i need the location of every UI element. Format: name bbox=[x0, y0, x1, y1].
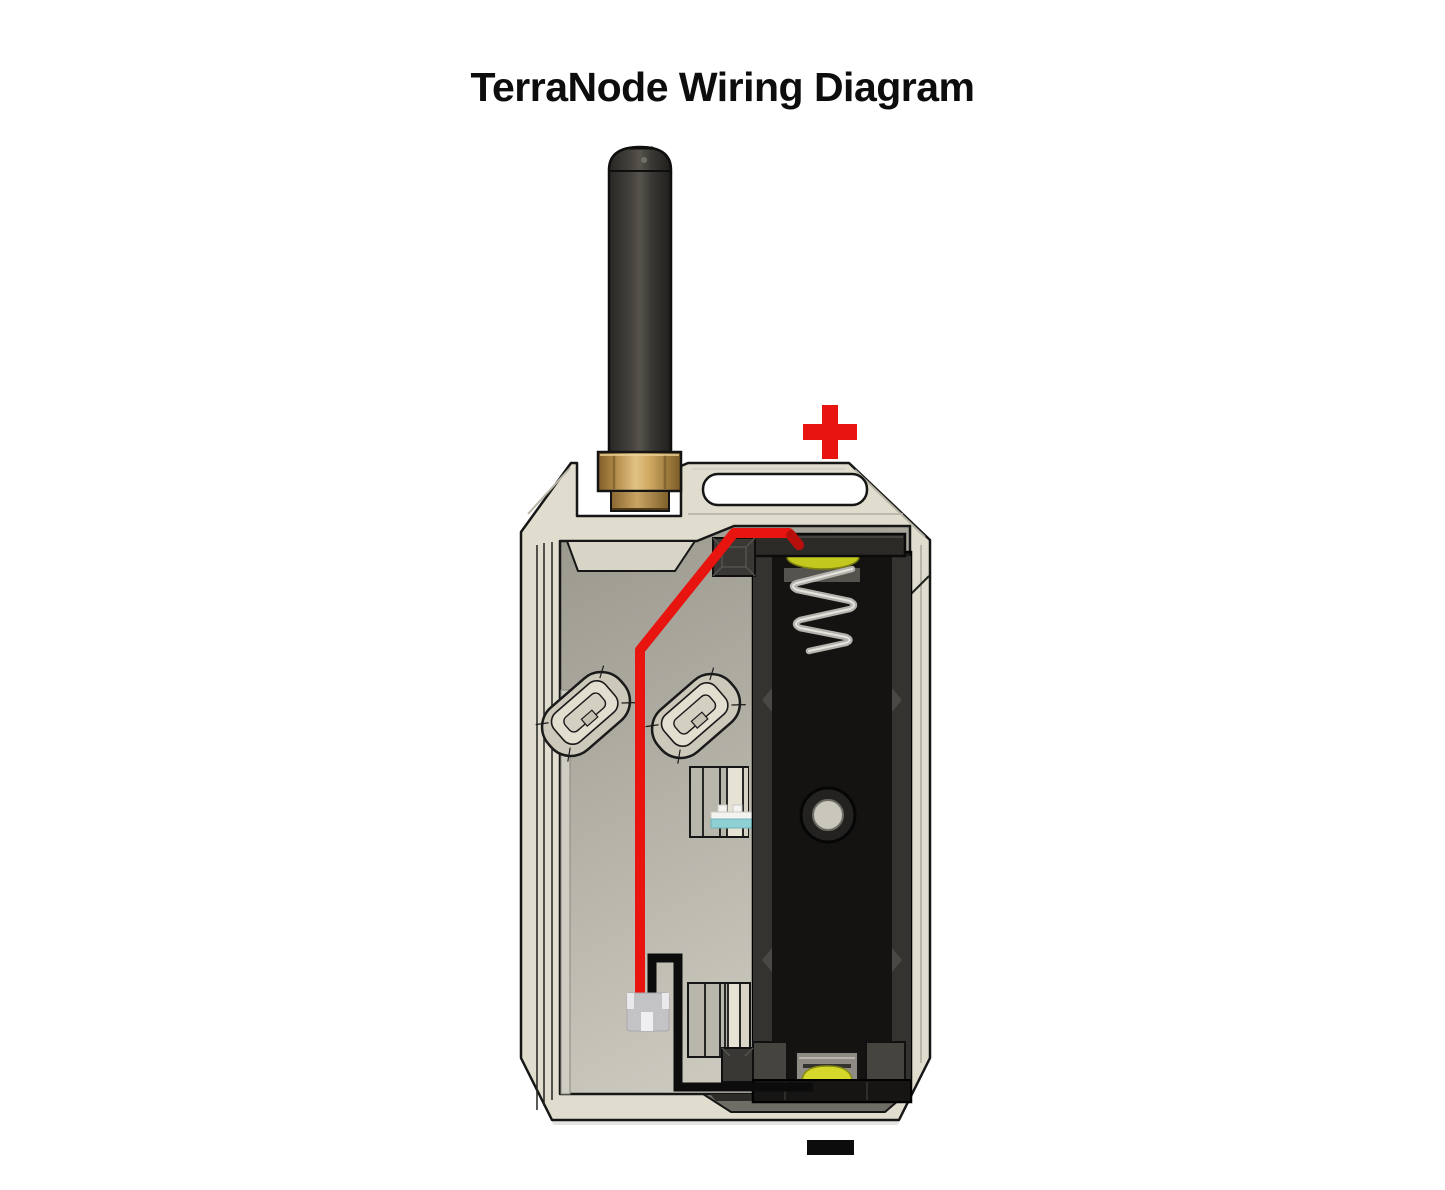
battery-spring bbox=[789, 565, 858, 655]
holder-clip-bottom bbox=[721, 1047, 754, 1083]
negative-symbol: − bbox=[807, 1140, 854, 1155]
sma-connector bbox=[596, 450, 683, 512]
antenna bbox=[607, 145, 673, 459]
pcb-bracket-upper bbox=[689, 766, 753, 838]
negative-wire bbox=[647, 953, 813, 1092]
screw-hole bbox=[799, 786, 857, 844]
holder-rail-left bbox=[753, 556, 772, 1090]
handle-slot bbox=[701, 472, 869, 507]
battery-holder bbox=[712, 532, 913, 1104]
left-wall-ridge bbox=[560, 689, 571, 1095]
holder-rail-right bbox=[892, 556, 911, 1090]
positive-symbol-horizontal-bar bbox=[803, 424, 857, 440]
battery-negative-contact bbox=[801, 1065, 853, 1083]
antenna-body bbox=[607, 145, 673, 459]
diagram-title: TerraNode Wiring Diagram bbox=[470, 64, 975, 110]
jst-connector bbox=[626, 992, 670, 1032]
positive-symbol: + bbox=[803, 405, 857, 459]
positive-wire bbox=[635, 528, 804, 1003]
ceiling-bevel bbox=[565, 540, 697, 572]
